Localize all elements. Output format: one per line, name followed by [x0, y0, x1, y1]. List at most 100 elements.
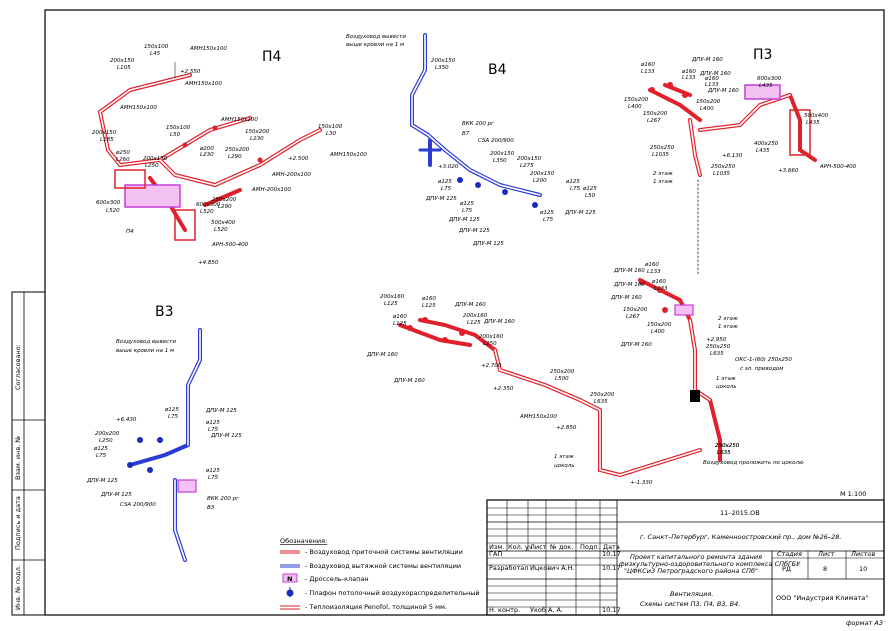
sheet-title-1: Вентиляция. [670, 590, 713, 598]
annotation-label: 150x100 [144, 44, 169, 50]
annotation-label: Дата [603, 543, 620, 551]
annotation-label: Лист [817, 550, 835, 558]
annotation-label: АМН-200x100 [271, 172, 311, 178]
annotation-label: ø125 [459, 201, 474, 207]
stamp-agreed: Согласовано: [14, 344, 22, 390]
annotation-label: L520 [200, 209, 214, 215]
system-v4-title: В4 [488, 62, 507, 78]
annotation-label: 150x200 [245, 129, 270, 135]
annotation-label: L250 [483, 341, 497, 347]
annotation-label: N [287, 575, 292, 583]
annotation-label: L185 [100, 137, 114, 143]
p4-annotations: 150x100 L45 АМН150x100 200x150 L105 +2.5… [92, 44, 367, 266]
annotation-label: +2.850 [556, 425, 577, 431]
annotation-label: ø160 [651, 279, 666, 285]
annotation-label: 10.17 [602, 564, 621, 572]
system-v4-scheme [410, 33, 542, 208]
object-address: г. Санкт–Петербург, Каменноостровский пр… [640, 533, 842, 541]
annotation-label: 150x200 [624, 97, 649, 103]
annotation-label: В7 [462, 131, 470, 137]
annotation-label: L1035 [652, 152, 670, 158]
annotation-label: 1 этаж [716, 376, 736, 382]
annotation-label: L125 [422, 303, 436, 309]
annotation-label: ø200 [199, 146, 214, 152]
annotation-label: 200x150 [143, 156, 168, 162]
annotation-label: +4.850 [198, 260, 219, 266]
annotation-label: L290 [228, 154, 242, 160]
annotation-label: 200x160 [479, 334, 504, 340]
annotation-label: ОКС-1-(60) 250x250 [735, 357, 792, 363]
annotation-label: L435 [806, 120, 820, 126]
annotation-label: 10.17 [602, 550, 621, 558]
stamp-sign-date: Подпись и дата [14, 496, 22, 550]
stamp-inv-orig: Инв. № подл. [14, 565, 22, 610]
annotation-label: L75 [543, 217, 554, 223]
annotation-label: ДПУ-М 160 [699, 71, 731, 77]
system-p4-scheme [98, 61, 322, 241]
annotation-label: Воздуховод вывести [346, 34, 406, 40]
annotation-label: ДПУ-М 125 [210, 433, 242, 439]
annotation-label: 200x160 [380, 294, 405, 300]
annotation-label: L133 [705, 82, 719, 88]
annotation-label: 200x150 [110, 58, 135, 64]
annotation-label: L435 [759, 83, 773, 89]
system-p3-lower-scheme [398, 278, 722, 478]
annotation-label: 150x200 [623, 307, 648, 313]
annotation-label: L635 [717, 450, 731, 456]
sheet-value: 8 [823, 565, 827, 573]
annotation-label: L635 [594, 399, 608, 405]
annotation-label: 150x100 [166, 125, 191, 131]
system-v3-scheme [127, 328, 202, 562]
annotation-label: АМН150x100 [519, 414, 557, 420]
annotation-label: 2 этаж [653, 171, 673, 177]
annotation-label: 250x250 [650, 145, 675, 151]
annotation-label: 600x300 [757, 76, 782, 82]
legend-item-damper: - Дроссель-клапан [305, 575, 369, 583]
legend-item-diffuser: - Плафон потолочный воздухораспределител… [305, 589, 480, 597]
annotation-label: 600x300 [196, 202, 221, 208]
annotation-label: ДПУ-М 125 [472, 241, 504, 247]
annotation-label: 200x150 [92, 130, 117, 136]
annotation-label: L105 [117, 65, 131, 71]
annotation-label: 250x250 [715, 443, 740, 449]
annotation-label: L230 [200, 152, 214, 158]
annotation-label: L635 [710, 351, 724, 357]
annotation-label: 250x200 [225, 147, 250, 153]
annotation-label: L75 [208, 427, 219, 433]
sheets-value: 10 [859, 565, 867, 573]
annotation-label: Кол. уч [508, 543, 533, 551]
annotation-label: ø125 [93, 446, 108, 452]
annotation-label: +2.950 [706, 337, 727, 343]
annotation-label: CSA 200/900 [120, 502, 156, 508]
annotation-label: ДПУ-М 125 [425, 196, 457, 202]
annotation-label: L520 [214, 227, 228, 233]
annotation-label: ДПУ-М 125 [86, 478, 118, 484]
annotation-label: L75 [570, 186, 581, 192]
annotation-label: 2 этаж [718, 316, 738, 322]
annotation-label: L75 [441, 186, 452, 192]
annotation-label: Н. контр. [489, 606, 520, 614]
annotation-label: П4 [126, 229, 134, 235]
annotation-label: ДПУ-М 160 [707, 88, 739, 94]
annotation-label: +3.660 [778, 168, 799, 174]
annotation-label: L75 [208, 475, 219, 481]
annotation-label: ø125 [205, 420, 220, 426]
annotation-label: цоколь [554, 463, 575, 469]
v4-annotations: Воздуховод вывести выше кровли на 1 м 20… [346, 34, 597, 247]
p3-annotations: ø160 L133 ДПУ-М 160 ø160 L133 ДПУ-М 160 … [624, 57, 857, 185]
annotation-label: Укоб А. А. [530, 606, 563, 614]
annotation-label: +2.700 [481, 363, 502, 369]
annotation-label: АМН150x100 [119, 105, 157, 111]
annotation-label: L133 [641, 69, 655, 75]
annotation-label: ВКК 200 рг [207, 496, 239, 502]
annotation-label: Подп. [580, 543, 600, 551]
annotation-label: L50 [170, 132, 181, 138]
annotation-label: L350 [435, 65, 449, 71]
annotation-label: +6.130 [722, 153, 743, 159]
annotation-label: +2.550 [180, 69, 201, 75]
annotation-label: АМН-200x100 [251, 187, 291, 193]
annotation-label: L400 [628, 104, 642, 110]
annotation-label: № док. [549, 543, 573, 551]
company-name: ООО "Индустрия Климата" [776, 594, 868, 602]
annotation-label: АРН-500-400 [819, 164, 857, 170]
